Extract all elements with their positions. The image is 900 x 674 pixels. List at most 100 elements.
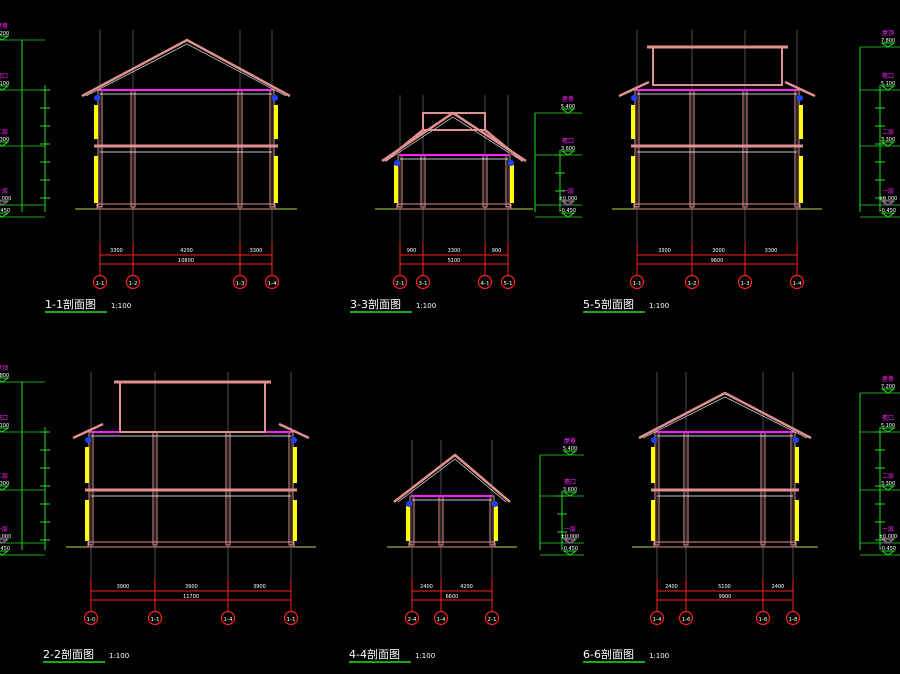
elevation-marker-icon <box>880 485 896 491</box>
level-value: ±0.000 <box>559 196 578 202</box>
axis-label: 5-1 <box>504 281 513 287</box>
level-value: -0.450 <box>562 546 578 552</box>
axis-bubble <box>92 274 108 290</box>
elevation-marker-icon <box>0 85 10 91</box>
wall-infill <box>394 165 398 203</box>
axis-bubble <box>264 274 280 290</box>
axis-bubble <box>629 274 645 290</box>
section-scale: 1:100 <box>415 652 435 660</box>
axis-bubble <box>678 610 694 626</box>
section-scale: 1:100 <box>416 302 436 310</box>
elevation-marker-icon <box>560 200 576 206</box>
ground-slab <box>96 203 276 210</box>
section-scale: 1:100 <box>111 302 131 310</box>
axis-bubble <box>415 274 431 290</box>
level-name: 屋脊 <box>0 22 8 30</box>
axis-bubble <box>433 610 449 626</box>
axis-bubble <box>484 610 500 626</box>
level-value: 3.300 <box>881 137 895 143</box>
section-5-5[interactable]: 屋顶7.800檐口5.100二层3.300一层±0.000室外-0.450330… <box>583 30 900 313</box>
wall-infill <box>799 105 803 139</box>
axis-label: 1-8 <box>789 617 798 623</box>
axis-label: 1-4 <box>653 617 662 623</box>
elevation-marker-icon <box>880 388 896 394</box>
level-value: 3.300 <box>0 137 9 143</box>
level-value: 3.600 <box>563 487 577 493</box>
section-title: 6-6剖面图 <box>583 647 634 661</box>
roof-underside <box>642 396 808 439</box>
level-name: 屋顶 <box>882 30 894 37</box>
level-value: 3.600 <box>561 146 575 152</box>
section-1-1[interactable]: 屋脊7.200檐口5.100二层3.300一层±0.000室外-0.450330… <box>0 22 297 313</box>
gable-roof <box>81 38 291 98</box>
axis-label: 1-4 <box>224 617 233 623</box>
ground-slab <box>653 541 797 548</box>
level-value: 5.400 <box>561 104 575 110</box>
roof-underside <box>85 43 287 97</box>
dimension-text: 3300 <box>658 248 671 254</box>
level-name: 室外 <box>562 199 574 207</box>
wall-infill <box>274 156 278 203</box>
level-name: 二层 <box>0 129 8 136</box>
dimension-text: 900 <box>492 248 502 254</box>
level-value: 7.800 <box>0 373 9 379</box>
elevation-marker-icon <box>880 200 896 206</box>
gutter-icon <box>651 437 657 443</box>
level-name: 室外 <box>0 537 8 545</box>
level-name: 一层 <box>882 188 894 195</box>
axis-bubble <box>789 274 805 290</box>
level-value: -0.450 <box>880 546 896 552</box>
dimension-text: 2400 <box>772 584 785 590</box>
dimension-text: 900 <box>407 248 417 254</box>
level-name: 室外 <box>882 199 894 207</box>
axis-bubble <box>283 610 299 626</box>
section-6-6[interactable]: 屋脊7.200檐口5.100二层3.300一层±0.000室外-0.450240… <box>583 372 900 663</box>
level-name: 屋脊 <box>564 437 576 445</box>
eave-slope-right <box>278 422 310 440</box>
elevation-marker-icon <box>880 550 896 556</box>
level-name: 一层 <box>0 526 8 533</box>
axis-bubble <box>684 274 700 290</box>
roof-underside <box>385 116 523 162</box>
dimension-total-text: 9900 <box>719 594 732 600</box>
level-name: 屋脊 <box>562 95 574 103</box>
level-value: ±0.000 <box>0 534 11 540</box>
level-name: 一层 <box>562 188 574 195</box>
dimension-text: 3900 <box>253 584 266 590</box>
gable-roof <box>381 111 527 163</box>
gutter-icon <box>508 160 514 166</box>
dimension-text: 3300 <box>448 248 461 254</box>
dimension-text: 3900 <box>185 584 198 590</box>
wall-infill <box>795 500 799 541</box>
level-value: -0.450 <box>880 208 896 214</box>
roof-slope-right <box>484 129 524 162</box>
dimension-text: 4200 <box>460 584 473 590</box>
elevation-marker-icon <box>0 200 10 206</box>
level-value: ±0.000 <box>879 196 898 202</box>
wall-infill <box>631 105 635 139</box>
level-value: -0.450 <box>0 208 10 214</box>
elevation-marker-icon <box>880 212 896 218</box>
axis-bubble <box>220 610 236 626</box>
level-name: 檐口 <box>564 478 576 486</box>
section-scale: 1:100 <box>649 652 669 660</box>
level-name: 室外 <box>564 537 576 545</box>
gutter-icon <box>272 95 278 101</box>
axis-label: 2-4 <box>408 617 417 623</box>
gable-roof <box>393 453 511 503</box>
section-2-2[interactable]: 屋顶7.800檐口5.100二层3.300一层±0.000室外-0.450390… <box>0 365 316 663</box>
gutter-icon <box>492 501 498 507</box>
gutter-icon <box>94 95 100 101</box>
gutter-icon <box>291 437 297 443</box>
level-name: 室外 <box>882 537 894 545</box>
level-value: 7.800 <box>881 38 895 44</box>
wall-infill <box>94 105 98 139</box>
axis-label: 1-1 <box>287 617 296 623</box>
wall-infill <box>274 105 278 139</box>
gable-roof <box>638 391 812 440</box>
elevation-marker-icon <box>0 538 10 544</box>
level-name: 檐口 <box>882 414 894 422</box>
